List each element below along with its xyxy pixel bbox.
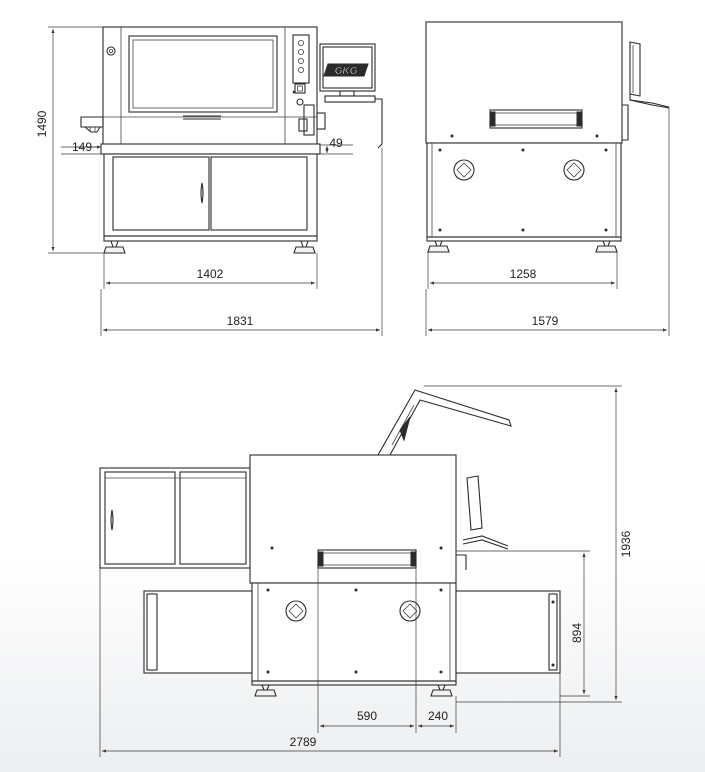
dim-open-rail-height: 894 (570, 623, 584, 643)
dim-front-overall-width: 1831 (227, 314, 254, 328)
dim-front-height: 1490 (35, 110, 49, 137)
front-tabletop (100, 143, 321, 155)
dim-front-right-step: 49 (329, 136, 343, 150)
side-port-left (453, 159, 475, 181)
dim-front-inner-width: 1402 (197, 267, 224, 281)
side-upper-housing (425, 21, 623, 144)
open-monitor (466, 475, 483, 531)
side-view: 1258 1579 (425, 21, 670, 336)
open-port-left (285, 600, 307, 622)
dim-side-overall-width: 1579 (532, 314, 559, 328)
dim-side-inner-width: 1258 (510, 267, 537, 281)
side-port-right (563, 159, 585, 181)
monitor-logo: GKG (335, 66, 358, 77)
front-upper-housing (102, 26, 318, 146)
open-view: 1936 894 590 240 2789 (99, 385, 633, 757)
side-cabinet (426, 142, 622, 238)
dim-open-overall-width: 2789 (290, 735, 317, 749)
open-port-right (399, 600, 421, 622)
dim-open-overall-height: 1936 (619, 530, 633, 557)
control-panel (292, 34, 310, 84)
dim-front-left-step: 149 (72, 140, 92, 154)
open-upper-housing (249, 454, 457, 584)
front-view: GKG 1490 149 49 1402 1831 (35, 26, 383, 336)
side-monitor (629, 41, 641, 97)
open-transfer-slot (317, 549, 417, 569)
open-lower-body (251, 582, 457, 682)
dim-open-center-width: 590 (357, 709, 377, 723)
monitor-logo-plate (323, 63, 369, 77)
front-window (128, 35, 278, 113)
open-raised-lid (377, 389, 512, 456)
open-left-rail (143, 590, 253, 674)
open-right-rail (455, 590, 561, 674)
side-transfer-slot (489, 109, 583, 129)
emergency-button-icon (106, 46, 116, 56)
dim-open-right-offset: 240 (428, 709, 448, 723)
